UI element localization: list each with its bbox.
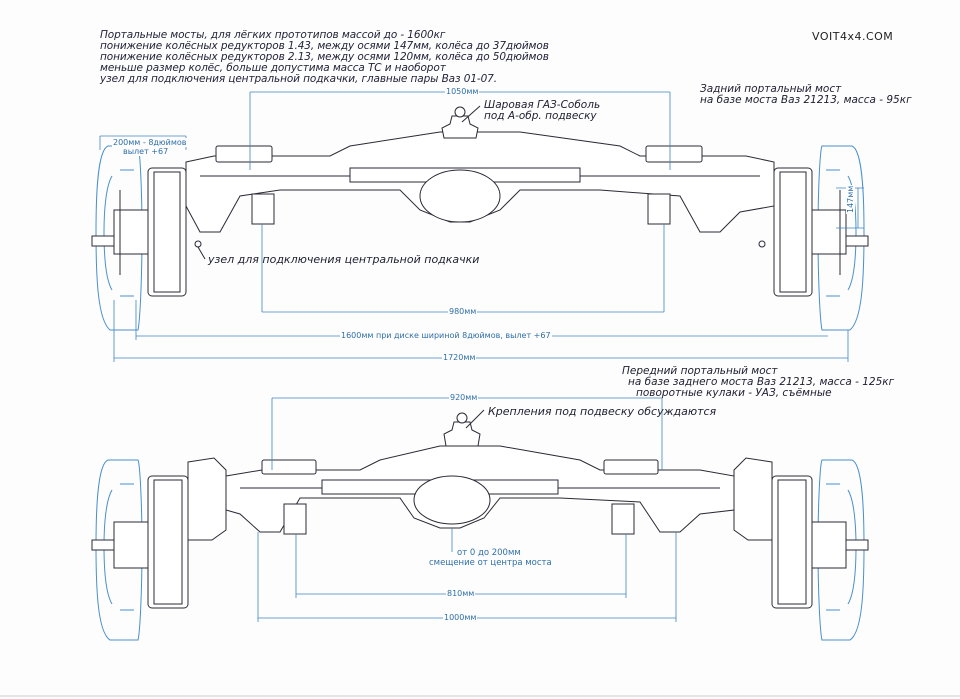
rear-ball-joint xyxy=(441,115,479,139)
front-right-hub xyxy=(811,521,847,569)
rear-left-hub xyxy=(113,209,149,255)
rear-dim-overall-label: 1720мм xyxy=(442,353,477,362)
rear-left-stud xyxy=(91,235,115,247)
rear-inflation-port xyxy=(194,240,202,248)
header-line-3: понижение колёсных редукторов 2.13, межд… xyxy=(100,51,549,63)
front-left-hub xyxy=(113,521,149,569)
rear-title-line-1: Задний портальный мост xyxy=(700,83,842,95)
rear-right-tire xyxy=(817,145,865,331)
front-left-knuckle xyxy=(187,457,227,541)
front-ball-joint-head xyxy=(456,412,468,424)
rear-dim-980 xyxy=(261,224,665,313)
rear-ball-joint-head xyxy=(454,106,466,118)
rear-dim-inner-label: 980мм xyxy=(448,307,478,316)
rear-wheel-note-2: вылет +67 xyxy=(122,147,170,156)
rear-axle-drawing xyxy=(91,91,869,362)
rear-right-reducer-inner xyxy=(779,171,807,293)
front-differential-housing xyxy=(413,475,491,525)
rear-inflation-note: узел для подключения центральной подкачк… xyxy=(208,253,480,266)
front-title-line-3: поворотные кулаки - УАЗ, съёмные xyxy=(636,387,832,399)
rear-inflation-leader xyxy=(197,246,206,260)
rear-left-spring-pad xyxy=(215,145,273,163)
front-left-reducer-inner xyxy=(153,479,183,605)
front-right-bracket xyxy=(611,503,635,535)
front-offset-line-2: смещение от центра моста xyxy=(428,558,553,568)
front-ball-joint xyxy=(443,421,481,447)
front-right-spring-pad xyxy=(603,459,659,475)
rear-title-line-2: на базе моста Ваз 21213, масса - 95кг xyxy=(700,94,912,106)
rear-right-spring-pad xyxy=(645,145,703,163)
rear-ball-leader xyxy=(461,105,481,123)
rear-ball-joint-line-1: Шаровая ГАЗ-Соболь xyxy=(484,99,601,111)
front-mounts-note: Крепления под подвеску обсуждаются xyxy=(488,405,717,418)
front-dim-inner-label: 810мм xyxy=(446,589,476,598)
rear-differential-housing xyxy=(419,169,501,223)
front-left-stud xyxy=(91,539,115,551)
rear-right-stud xyxy=(845,235,869,247)
front-left-bracket xyxy=(283,503,307,535)
front-right-knuckle xyxy=(733,457,773,541)
front-axle-drawing xyxy=(91,397,869,641)
rear-left-bracket xyxy=(251,193,275,225)
front-dim-overall-label: 1000мм xyxy=(443,613,478,622)
front-right-reducer-inner xyxy=(777,479,807,605)
front-left-tire xyxy=(95,459,143,641)
front-left-spring-pad xyxy=(261,459,317,475)
front-mount-leader xyxy=(465,409,485,429)
front-right-tire xyxy=(817,459,865,641)
front-title-line-1: Передний портальный мост xyxy=(622,365,778,377)
rear-dim-top-label: 1050мм xyxy=(445,87,480,96)
rear-left-tire xyxy=(95,145,143,331)
front-dim-top-label: 920мм xyxy=(449,393,479,402)
rear-wheel-note-1: 200мм - 8дюймов xyxy=(112,138,188,147)
front-offset-line-1: от 0 до 200мм xyxy=(456,548,522,558)
front-right-stud xyxy=(845,539,869,551)
rear-dim-track-label: 1600мм при диске шириной 8дюймов, вылет … xyxy=(340,331,552,340)
rear-left-reducer-inner xyxy=(153,171,181,293)
brand-label: VOIT4x4.COM xyxy=(812,30,894,43)
front-dim-1000 xyxy=(257,532,677,622)
rear-dim-offset-label: 147мм xyxy=(846,184,855,214)
header-line-5: узел для подключения центральной подкачк… xyxy=(100,73,497,85)
rear-right-hub xyxy=(811,209,847,255)
header-line-2: понижение колёсных редукторов 1.43, межд… xyxy=(100,40,549,52)
rear-inflation-port-right xyxy=(758,240,766,248)
rear-ball-joint-line-2: под А-обр. подвеску xyxy=(484,110,597,122)
header-line-4: меньше размер колёс, больше допустима ма… xyxy=(100,62,446,74)
front-title-line-2: на базе заднего моста Ваз 21213, масса -… xyxy=(628,376,895,388)
header-line-1: Портальные мосты, для лёгких прототипов … xyxy=(100,29,446,41)
rear-left-rim xyxy=(103,169,134,297)
rear-right-bracket xyxy=(647,193,671,225)
rear-dim-1720 xyxy=(113,300,849,362)
